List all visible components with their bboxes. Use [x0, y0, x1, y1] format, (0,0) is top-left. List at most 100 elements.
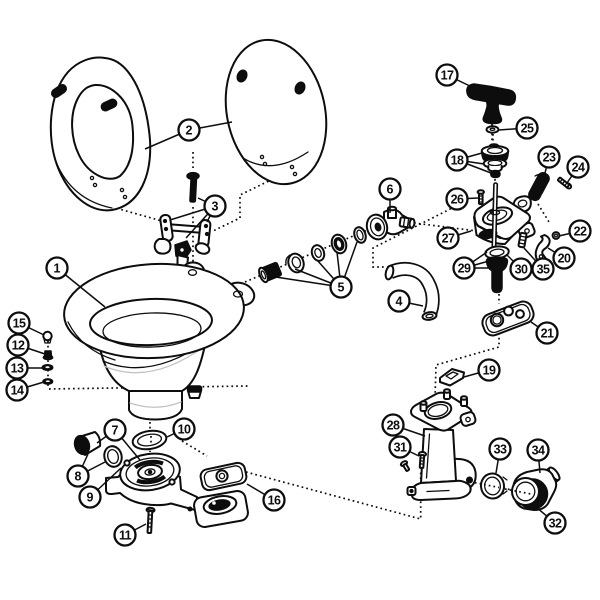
assembly-axis-lines-shape — [181, 440, 208, 457]
pump-base-gasket-shape — [503, 305, 514, 317]
valve-seal-kit-shape — [353, 226, 367, 244]
callout-number-34: 34 — [532, 443, 545, 457]
toilet-lid-shape — [289, 164, 295, 170]
mounting-fasteners-shape — [42, 330, 53, 342]
pump-cylinder-head-shape — [517, 199, 528, 208]
callout-circle-29 — [452, 256, 476, 280]
callout-10-base-gasket-ring: 10 — [166, 417, 196, 441]
outlet-o-ring-shape — [502, 476, 508, 495]
base-plate-assembly-shape — [133, 459, 167, 485]
lever-arm-shape — [528, 172, 550, 202]
inlet-elbow-shape — [398, 216, 416, 229]
base-plate-assembly-shape — [123, 459, 131, 467]
callout-number-28: 28 — [387, 418, 400, 432]
pump-handle-shape — [485, 125, 500, 134]
callout-6-inlet-elbow: 6 — [378, 177, 402, 213]
o-ring-seal — [103, 445, 123, 468]
toilet-seat-shape — [50, 83, 68, 99]
callout-circle-14 — [5, 378, 29, 402]
callout-5-valve-seal-kit: 5 — [268, 241, 358, 299]
callout-number-33: 33 — [494, 442, 507, 456]
pump-cylinder-head-shape — [489, 209, 501, 216]
callout-circle-20 — [552, 246, 576, 270]
pivot-spring-shape — [517, 231, 528, 249]
callout-circle-17 — [435, 63, 459, 87]
callout-circle-9 — [78, 485, 102, 509]
callout-circle-31 — [388, 435, 412, 459]
callout-number-15: 15 — [13, 316, 26, 330]
callout-circle-3 — [203, 194, 227, 218]
callout-circle-35 — [531, 257, 555, 281]
assembly-axis-lines-shape — [413, 222, 478, 232]
callout-circle-11 — [113, 523, 137, 547]
callout-circle-28 — [381, 413, 405, 437]
valve-seal-kit-shape — [337, 242, 341, 246]
lock-nut-shape — [553, 233, 559, 238]
callout-circle-33 — [488, 437, 512, 461]
callout-number-9: 9 — [87, 490, 94, 504]
base-plate-assembly-shape-shape — [133, 459, 164, 470]
pump-cylinder-head-shape — [491, 182, 499, 257]
base-screw-shape-shape — [146, 509, 154, 535]
callout-circle-4 — [387, 289, 411, 313]
callout-circle-25 — [515, 116, 539, 140]
pivot-spring-shape-shape — [518, 235, 527, 245]
callout-number-27: 27 — [442, 231, 455, 245]
inlet-elbow-shape — [369, 217, 386, 237]
callout-number-16: 16 — [268, 493, 281, 507]
side-plug-cap — [73, 431, 102, 456]
valve-seal-kit — [258, 226, 367, 284]
toilet-seat-shape — [100, 98, 118, 112]
hinge-set-shape — [162, 218, 168, 224]
callout-28-pump-base-assembly: 28 — [381, 413, 426, 437]
base-plate-assembly-shape — [147, 469, 153, 475]
toilet-bowl-shape — [186, 385, 203, 393]
callout-31-base-fixing-screw: 31 — [388, 435, 420, 459]
callout-number-3: 3 — [212, 199, 219, 213]
piston-assembly-shape — [487, 159, 503, 167]
callout-7-base-seal-assembly: 7 — [96, 418, 141, 461]
flapper-valve-plate-shape — [203, 465, 244, 488]
callout-circle-5 — [329, 275, 353, 299]
callout-21-pump-base-gasket: 21 — [530, 321, 559, 345]
pump-cylinder-head-shape — [524, 228, 530, 234]
hinge-set-shape — [153, 238, 172, 255]
mounting-fasteners-shape — [45, 366, 50, 369]
valve-seal-kit-shape — [291, 256, 302, 269]
piston-assembly-shape — [486, 146, 504, 155]
pump-base-assembly-shape — [425, 433, 431, 479]
callout-13-mounting-washer: 13 — [5, 356, 43, 380]
base-gasket-ring-shape — [136, 433, 163, 447]
callout-32-outlet-flange: 32 — [535, 506, 567, 535]
toilet-seat — [49, 56, 152, 212]
outlet-o-ring-shape — [479, 472, 506, 500]
base-screw — [145, 506, 156, 535]
support-bracket — [534, 234, 551, 262]
leader-line-5 — [268, 275, 342, 288]
outlet-o-ring-shape — [484, 476, 501, 496]
side-plug-cap-shape — [73, 434, 91, 456]
callout-11-base-screw: 11 — [113, 523, 147, 547]
callout-number-8: 8 — [75, 469, 82, 483]
wedge-clip-shape — [439, 368, 465, 387]
toilet-seat-shape — [122, 194, 128, 200]
callout-circle-23 — [537, 145, 561, 169]
assembly-axis-overlay — [150, 436, 532, 495]
hinge-set-shape — [180, 248, 184, 252]
callout-number-7: 7 — [112, 423, 119, 437]
callout-16-flapper-valve-plate: 16 — [246, 483, 286, 512]
callout-24-lever-screw: 24 — [566, 155, 590, 184]
callout-circle-1 — [45, 256, 69, 280]
callout-20-support-bracket: 20 — [547, 246, 576, 270]
callout-circle-6 — [378, 177, 402, 201]
pump-base-assembly-shape — [459, 411, 477, 427]
o-ring-seal-shape — [107, 448, 119, 465]
valve-seal-kit-shape — [258, 261, 282, 284]
toilet-bowl-shape — [187, 269, 198, 276]
callout-circle-34 — [526, 438, 550, 462]
callout-number-1: 1 — [54, 261, 61, 275]
assembly-axis-lines-shape — [111, 206, 163, 222]
callout-number-13: 13 — [11, 361, 24, 375]
hinge-set-shape — [204, 231, 210, 237]
callout-number-30: 30 — [515, 262, 528, 276]
